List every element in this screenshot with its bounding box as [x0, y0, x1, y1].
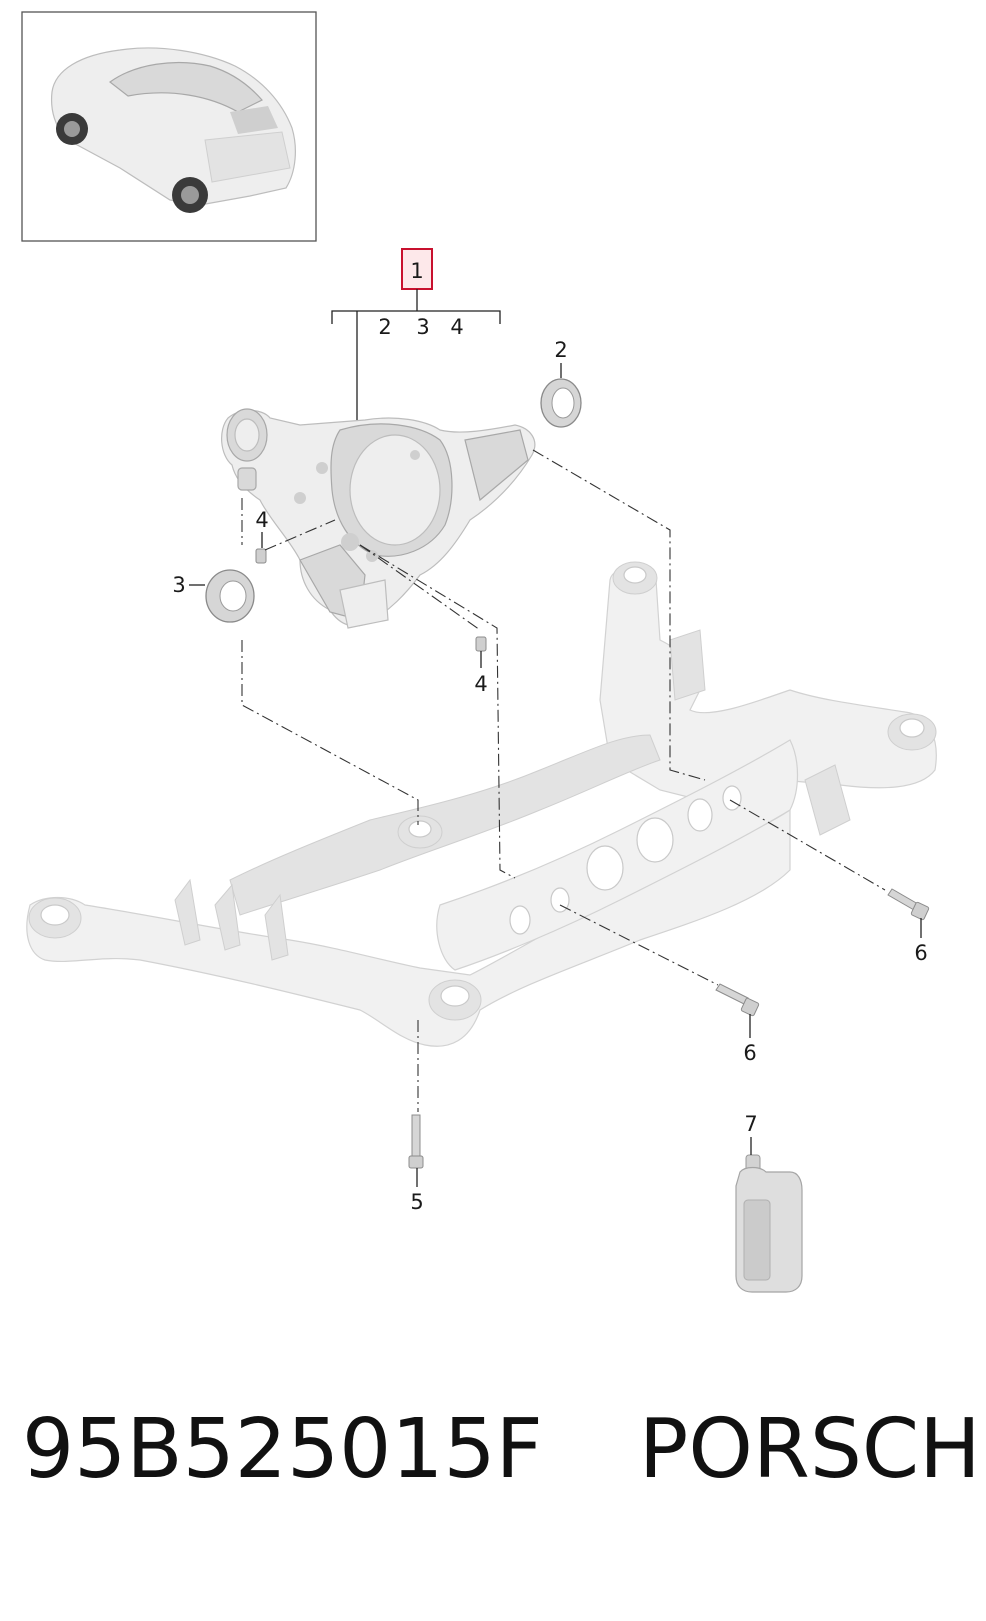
callout-4-left[interactable]: 4	[255, 508, 268, 532]
bolt-mid	[715, 983, 760, 1017]
callout-2[interactable]: 2	[554, 338, 567, 362]
part-number: 95B525015F	[22, 1402, 543, 1497]
bolt-right	[887, 888, 930, 921]
callout-5[interactable]: 5	[410, 1190, 423, 1214]
bolt-vertical	[408, 1114, 424, 1169]
callout-4-bottom[interactable]: 4	[474, 672, 487, 696]
callout-sub-4[interactable]: 4	[450, 315, 463, 339]
callout-3[interactable]: 3	[172, 573, 185, 597]
callout-1[interactable]: 1	[410, 259, 423, 283]
callout-labels: 2 3 4 4 6 6 5 7	[172, 338, 927, 1214]
assembly-lines	[241, 449, 886, 1112]
callout-sub-2[interactable]: 2	[378, 315, 391, 339]
callout-group-main: 1 2 3 4	[331, 248, 501, 420]
rear-differential	[221, 408, 536, 629]
vehicle-thumbnail	[21, 11, 317, 242]
callout-sub-3[interactable]: 3	[416, 315, 429, 339]
callout-6-right[interactable]: 6	[914, 941, 927, 965]
callout-7[interactable]: 7	[744, 1112, 757, 1136]
callout-6-mid[interactable]: 6	[743, 1041, 756, 1065]
screw-left	[255, 548, 267, 564]
seal-left	[205, 569, 255, 623]
rear-subframe	[26, 561, 937, 1047]
brand-name: PORSCHE	[638, 1402, 986, 1497]
product-caption: 95B525015F PORSCHE	[22, 1395, 986, 1505]
vehicle-image	[50, 47, 296, 213]
seal-right	[540, 378, 582, 428]
oil-bottle	[735, 1154, 803, 1293]
screw-bottom	[475, 636, 487, 652]
